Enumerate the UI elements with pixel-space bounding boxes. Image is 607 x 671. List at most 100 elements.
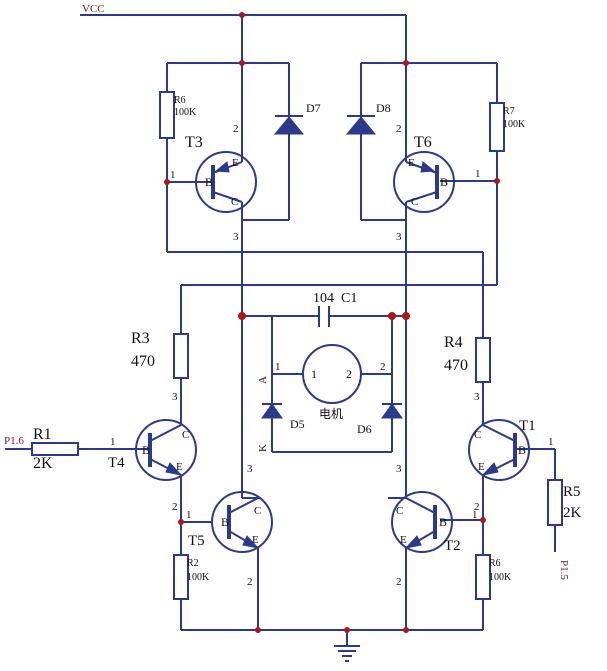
- t3-pin-1: 1: [170, 169, 176, 181]
- t4-pin-1: 1: [110, 436, 116, 448]
- r6-bottom-value: 100K: [489, 572, 512, 583]
- t5-base-letter: B: [221, 515, 229, 529]
- r5-value: 2K: [563, 505, 582, 521]
- junction: [238, 312, 246, 320]
- r6-top-value: 100K: [174, 107, 197, 118]
- t2-pin-2: 2: [396, 576, 402, 588]
- t2-emitter-letter: E: [400, 534, 407, 546]
- motor: [302, 344, 362, 404]
- t2-pin-1: 1: [472, 509, 478, 521]
- resistor-r1: [31, 442, 79, 456]
- t1-pin-1: 1: [548, 436, 554, 448]
- junction: [403, 60, 409, 66]
- t5-emitter-letter: E: [252, 534, 259, 546]
- r4-value: 470: [444, 357, 468, 374]
- t2-label: T2: [444, 538, 461, 554]
- p15-net-label: P1.5: [558, 560, 570, 580]
- t3-pin-3: 3: [233, 231, 239, 243]
- t3-label: T3: [185, 134, 203, 151]
- transistor-t2: [391, 491, 453, 553]
- t1-collector-letter: C: [474, 429, 481, 441]
- t5-label: T5: [188, 533, 205, 549]
- transistor-t5: [211, 491, 273, 553]
- junction: [494, 178, 500, 184]
- motor-terminal-1: 1: [275, 361, 281, 373]
- t4-emitter-letter: E: [176, 461, 183, 473]
- motor-inner-pin-2: 2: [346, 367, 352, 381]
- r7-value: 100K: [503, 119, 526, 130]
- c1-name: C1: [341, 291, 357, 306]
- junction: [344, 627, 350, 633]
- d5-label: D5: [290, 417, 305, 431]
- junction: [403, 627, 409, 633]
- junction-dots: [164, 12, 500, 633]
- t1-label: T1: [519, 418, 536, 434]
- capacitor-c1: [318, 306, 330, 327]
- t2-collector-letter: C: [396, 505, 403, 517]
- t1-pin-3: 3: [474, 391, 480, 403]
- d8-label: D8: [376, 101, 391, 115]
- t4-base-letter: B: [142, 443, 150, 457]
- transistor-t1: [468, 419, 530, 481]
- transistor-t6: [393, 151, 455, 213]
- diode-d7: [273, 115, 305, 135]
- t2-pin-3: 3: [396, 463, 402, 475]
- t4-label: T4: [108, 455, 125, 471]
- transistor-t3: [195, 151, 257, 213]
- r6-bottom-name: R6: [489, 558, 501, 569]
- t3-emitter-letter: E: [232, 157, 239, 169]
- junction: [255, 627, 261, 633]
- junction: [239, 60, 245, 66]
- r2-name: R2: [187, 558, 199, 569]
- r1-value: 2K: [33, 455, 53, 472]
- junction: [480, 517, 486, 523]
- resistor-r7: [489, 102, 505, 152]
- junction: [164, 179, 170, 185]
- wires: [5, 14, 556, 645]
- t5-pin-2: 2: [247, 576, 253, 588]
- junction: [402, 312, 410, 320]
- t5-pin-3: 3: [247, 463, 253, 475]
- motor-inner-pin-1: 1: [311, 367, 317, 381]
- t1-pin-2: 2: [474, 501, 480, 513]
- t3-pin-2: 2: [233, 123, 239, 135]
- t4-pin-2: 2: [172, 501, 178, 513]
- p16-net-label: P1.6: [4, 435, 24, 447]
- t1-emitter-letter: E: [478, 461, 485, 473]
- r5-name: R5: [563, 484, 581, 500]
- t1-base-letter: B: [518, 443, 526, 457]
- diode-d6: [381, 403, 403, 419]
- r6-top-name: R6: [174, 95, 186, 106]
- t5-pin-1: 1: [186, 509, 192, 521]
- r3-name: R3: [131, 330, 150, 347]
- diode-anode-letter: A: [257, 376, 269, 384]
- diode-d5: [261, 403, 283, 419]
- junction: [178, 519, 184, 525]
- junction: [388, 312, 396, 320]
- t6-emitter-letter: E: [408, 157, 415, 169]
- resistor-r2: [173, 554, 189, 600]
- resistor-r3: [173, 333, 189, 379]
- vcc-net-label: VCC: [82, 3, 105, 15]
- junction: [239, 12, 245, 18]
- resistors: [31, 91, 563, 600]
- r7-name: R7: [503, 106, 515, 117]
- r3-value: 470: [131, 353, 155, 370]
- diode-d8: [345, 115, 377, 135]
- t5-collector-letter: C: [254, 505, 261, 517]
- t6-collector-letter: C: [411, 196, 418, 208]
- t6-pin-3: 3: [396, 231, 402, 243]
- r2-value: 100K: [187, 572, 210, 583]
- ground-symbol: [334, 645, 360, 662]
- resistor-r6-bottom: [475, 554, 491, 600]
- resistor-r6-top: [159, 91, 175, 139]
- r4-name: R4: [444, 334, 463, 351]
- t3-collector-letter: C: [231, 196, 238, 208]
- t6-label: T6: [414, 134, 432, 151]
- t3-base-letter: B: [205, 175, 213, 189]
- t6-base-letter: B: [440, 175, 448, 189]
- t6-pin-2: 2: [396, 123, 402, 135]
- diode-cathode-letter: K: [257, 444, 269, 452]
